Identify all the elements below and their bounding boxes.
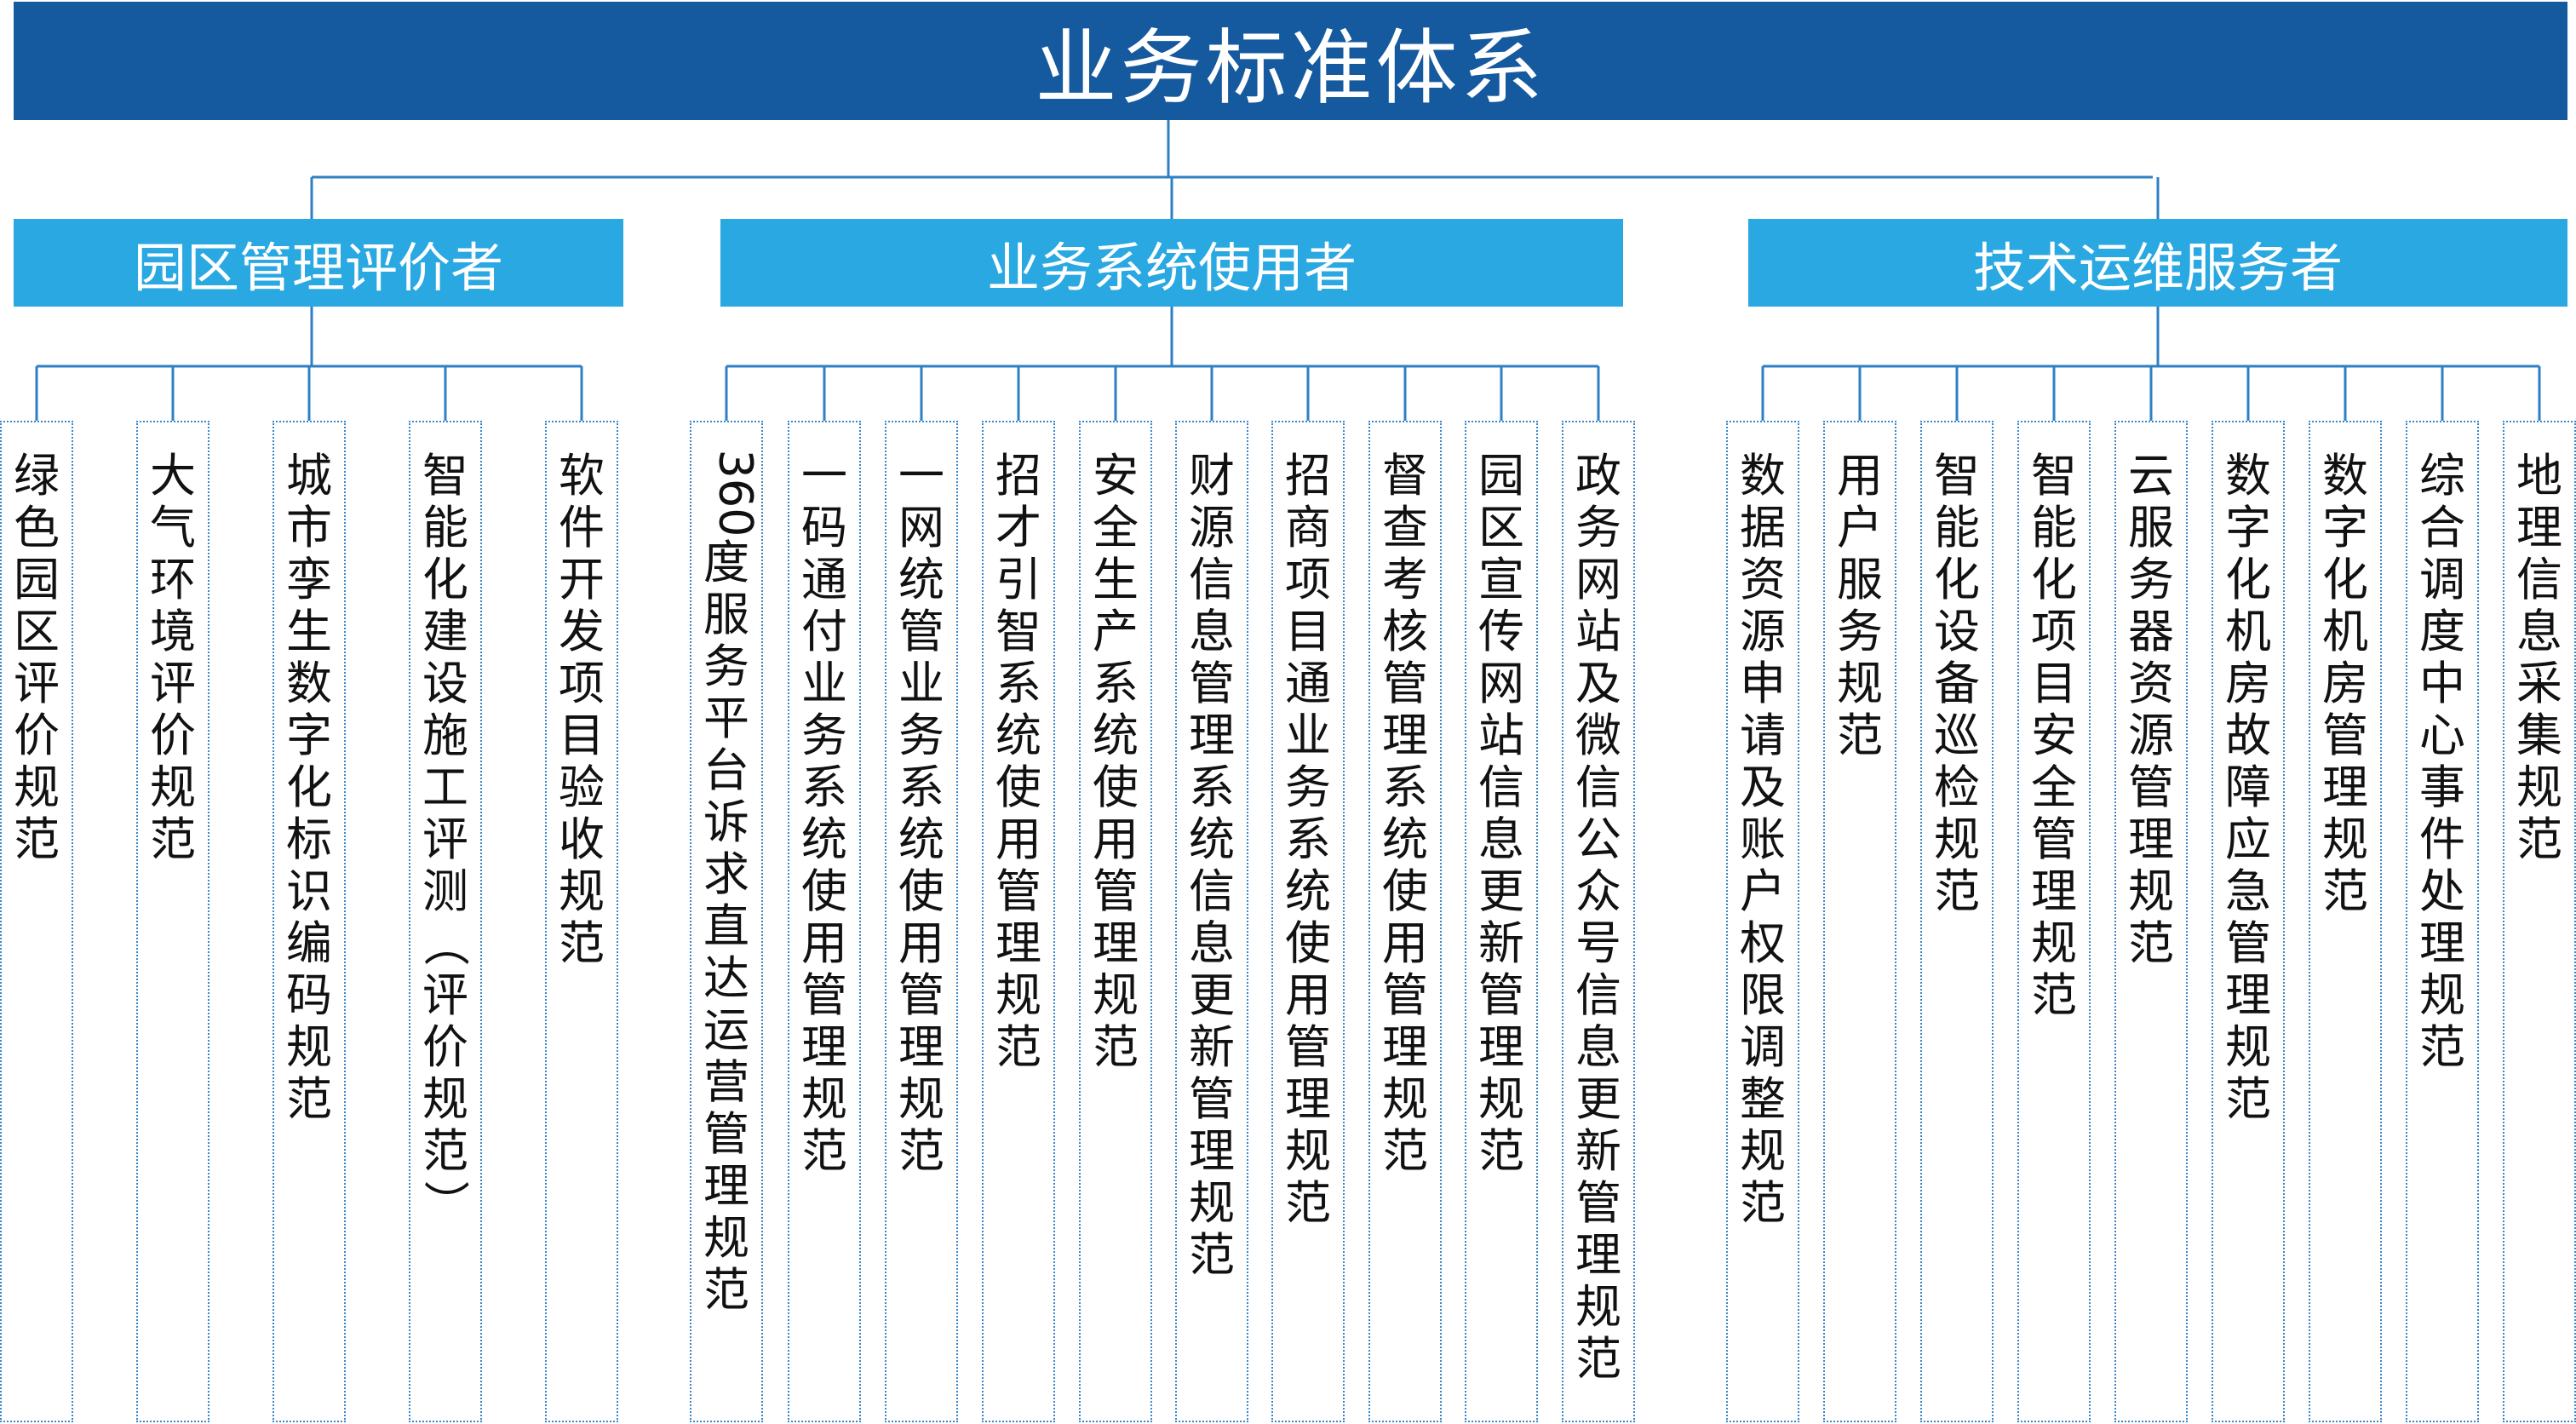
leaf-item-label: 大气环境评价规范 (150, 449, 196, 866)
leaf-item-label: 数字化机房故障应急管理规范 (2225, 449, 2271, 1126)
leaf-item-label: 一码通付业务系统使用管理规范 (801, 449, 847, 1178)
group-tech-ops-service: 技术运维服务者 (1748, 219, 2567, 307)
leaf-item: 用户服务规范 (1823, 421, 1896, 1422)
leaf-item: 督查考核管理系统使用管理规范 (1368, 421, 1442, 1422)
leaf-item-label: 一网统管业务系统使用管理规范 (898, 449, 944, 1178)
leaf-item: 云服务器资源管理规范 (2114, 421, 2188, 1422)
leaf-item: 一网统管业务系统使用管理规范 (885, 421, 958, 1422)
leaf-item-label: 综合调度中心事件处理规范 (2419, 449, 2465, 1074)
leaf-item: 招才引智系统使用管理规范 (982, 421, 1055, 1422)
leaf-item-label: 软件开发项目验收规范 (559, 449, 605, 970)
leaf-item: 数字化机房故障应急管理规范 (2212, 421, 2285, 1422)
group-park-management-evaluator: 园区管理评价者 (14, 219, 623, 307)
leaf-item-label: 政务网站及微信公众号信息更新管理规范 (1575, 449, 1621, 1386)
leaf-item: 数据资源申请及账户权限调整规范 (1726, 421, 1799, 1422)
leaf-item: 政务网站及微信公众号信息更新管理规范 (1562, 421, 1635, 1422)
leaf-item: 智能化建设施工评测（评价规范） (409, 421, 482, 1422)
leaf-item: 智能化项目安全管理规范 (2017, 421, 2091, 1422)
leaf-item-label: 智能化项目安全管理规范 (2031, 449, 2077, 1022)
leaf-item-label: 安全生产系统使用管理规范 (1093, 449, 1139, 1074)
leaf-item: 大气环境评价规范 (136, 421, 209, 1422)
leaf-item: 软件开发项目验收规范 (545, 421, 618, 1422)
leaf-item: 绿色园区评价规范 (0, 421, 73, 1422)
leaf-item-label: 城市孪生数字化标识编码规范 (286, 449, 332, 1126)
leaf-item: 数字化机房管理规范 (2309, 421, 2382, 1422)
leaf-item: 城市孪生数字化标识编码规范 (273, 421, 346, 1422)
leaf-item-label: 园区宣传网站信息更新管理规范 (1478, 449, 1524, 1178)
leaf-item-label: 招才引智系统使用管理规范 (995, 449, 1041, 1074)
leaf-item: 一码通付业务系统使用管理规范 (788, 421, 861, 1422)
leaf-item: 综合调度中心事件处理规范 (2406, 421, 2479, 1422)
leaf-item: 地理信息采集规范 (2503, 421, 2576, 1422)
leaf-item-label: 用户服务规范 (1837, 449, 1883, 762)
root-title: 业务标准体系 (14, 2, 2567, 120)
leaf-item-label: 督查考核管理系统使用管理规范 (1382, 449, 1428, 1178)
leaf-item-label: 地理信息采集规范 (2516, 449, 2562, 866)
leaf-item-label: 智能化建设施工评测（评价规范） (418, 449, 473, 1226)
leaf-item: 招商项目通业务系统使用管理规范 (1271, 421, 1345, 1422)
leaf-item: 财源信息管理系统信息更新管理规范 (1175, 421, 1248, 1422)
leaf-item-label: 招商项目通业务系统使用管理规范 (1285, 449, 1331, 1230)
leaf-item: 安全生产系统使用管理规范 (1079, 421, 1152, 1422)
leaf-item-label: 智能化设备巡检规范 (1934, 449, 1980, 918)
leaf-item-label: 数字化机房管理规范 (2322, 449, 2368, 918)
leaf-item: 智能化设备巡检规范 (1920, 421, 1994, 1422)
leaf-item-label: 财源信息管理系统信息更新管理规范 (1189, 449, 1235, 1282)
leaf-item-label: 绿色园区评价规范 (14, 449, 60, 866)
leaf-item-label: 云服务器资源管理规范 (2128, 449, 2174, 970)
leaf-item: 园区宣传网站信息更新管理规范 (1465, 421, 1538, 1422)
group-business-system-user: 业务系统使用者 (720, 219, 1623, 307)
leaf-item-label: 数据资源申请及账户权限调整规范 (1740, 449, 1786, 1230)
